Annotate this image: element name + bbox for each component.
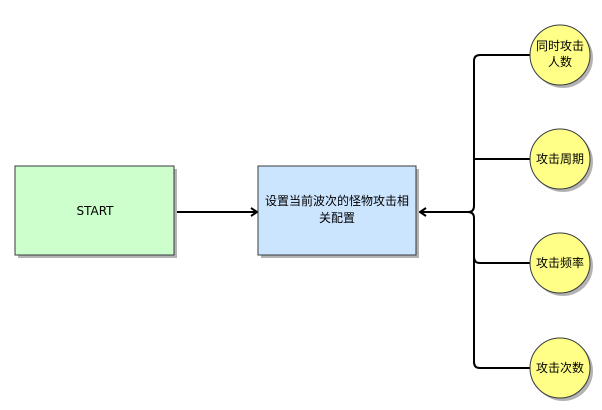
start-node-box bbox=[14, 165, 175, 256]
param-node-attack-frequency: 攻击频率 bbox=[529, 232, 593, 296]
param-node-simultaneous-attackers: 同时攻击 人数 bbox=[529, 24, 593, 88]
param-node-label: 攻击周期 bbox=[536, 152, 584, 166]
param-node-circle bbox=[529, 337, 591, 399]
param-node-label: 攻击次数 bbox=[536, 360, 584, 375]
param-node-label-line1: 同时攻击 bbox=[536, 39, 584, 53]
param-node-circle bbox=[529, 24, 591, 86]
process-node: 设置当前波次的怪物攻击相 关配置 bbox=[257, 165, 419, 258]
param-node-attack-period: 攻击周期 bbox=[529, 128, 593, 192]
param-node-circle bbox=[529, 232, 591, 294]
start-node: START bbox=[14, 165, 177, 258]
start-node-label: START bbox=[76, 204, 114, 218]
param-bracket-connector bbox=[418, 54, 532, 369]
param-node-label-line2: 人数 bbox=[548, 54, 572, 69]
process-node-label-line2: 关配置 bbox=[319, 211, 355, 225]
param-node-attack-count: 攻击次数 bbox=[529, 337, 593, 401]
param-node-label: 攻击频率 bbox=[536, 255, 584, 270]
param-node-circle bbox=[529, 128, 591, 190]
process-node-box bbox=[257, 165, 417, 256]
process-node-label-line1: 设置当前波次的怪物攻击相 bbox=[265, 193, 409, 208]
